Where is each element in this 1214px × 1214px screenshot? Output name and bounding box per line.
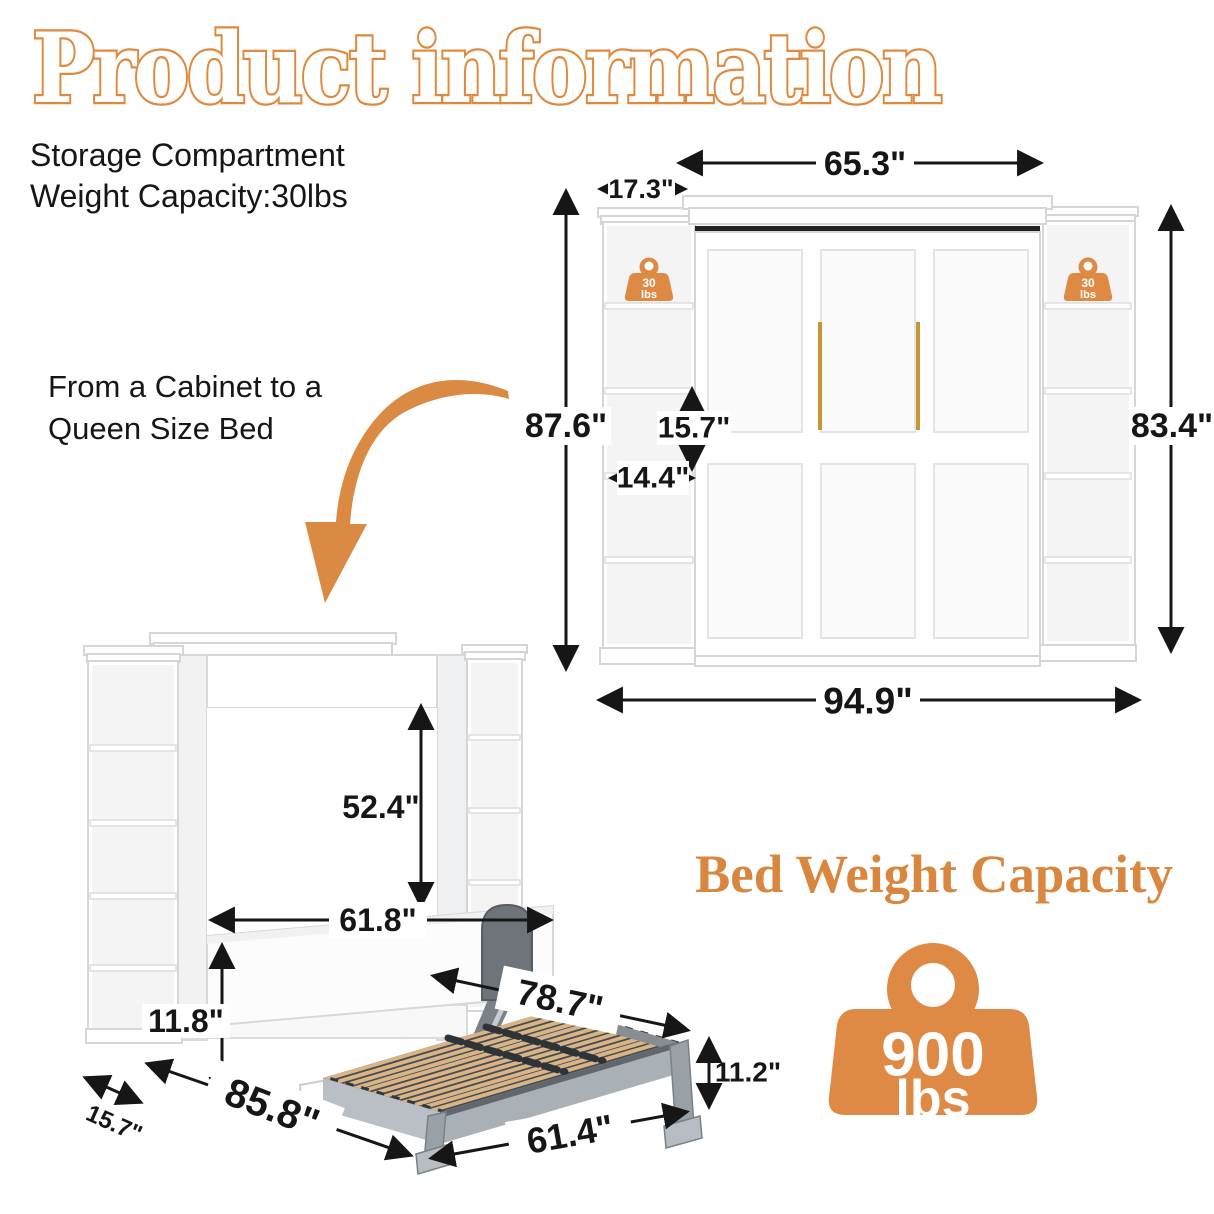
dim-label-headboard-height: 11.8" (148, 1003, 224, 1039)
dim-top-width: 65.3" (675, 145, 1045, 183)
dim-label-compartment-width: 14.4" (617, 462, 690, 495)
dim-label-side-depth: 15.7" (82, 1100, 146, 1148)
transform-note-line1: From a Cabinet to a (48, 369, 323, 404)
dim-foot-height: 11.2" (695, 1035, 781, 1111)
dim-label-foot-height: 11.2" (715, 1057, 781, 1088)
transform-arrow-icon (305, 379, 509, 603)
dim-compartment-width: 14.4" (607, 461, 697, 495)
dim-side-width: 17.3" (596, 174, 689, 204)
transform-note: From a Cabinet to a Queen Size Bed (48, 369, 323, 446)
closed-right-tower-base (1039, 644, 1137, 662)
dim-bed-length: 78.7" (430, 965, 691, 1039)
badge-30-unit: lbs (641, 289, 657, 301)
cabinet-top-line (695, 226, 1040, 232)
dim-opening-height: 52.4" (342, 702, 435, 910)
closed-left-tower-base (599, 647, 697, 665)
weight-30lbs-icon-left: 30 lbs (624, 257, 674, 301)
dim-label-total-height: 87.6" (525, 407, 607, 445)
badge-30-value: 30 (642, 276, 656, 290)
dim-label-side-width: 17.3" (608, 174, 673, 204)
weight-30lbs-icon-right: 30 lbs (1063, 257, 1113, 301)
capacity-heading: Bed Weight Capacity (695, 844, 1173, 904)
dim-label-total-width: 94.9" (823, 681, 913, 722)
open-bed-figure: 52.4" 61.8" 11.8" 78.7" 85.8" (82, 632, 781, 1175)
capacity-badge-value: 900 (881, 1021, 984, 1090)
page-title: Product information (32, 12, 941, 125)
dim-total-width: 94.9" (595, 681, 1143, 722)
storage-note: Storage Compartment Weight Capacity:30lb… (30, 137, 348, 214)
svg-text:30: 30 (1081, 276, 1095, 290)
dim-label-top-width: 65.3" (824, 145, 906, 183)
svg-text:lbs: lbs (1080, 289, 1096, 301)
door-handle-left (818, 322, 822, 430)
transform-note-line2: Queen Size Bed (48, 411, 274, 446)
dim-label-opening-width: 61.8" (339, 902, 416, 938)
capacity-badge-unit: lbs (895, 1070, 970, 1128)
closed-cabinet-figure: 30 lbs 30 lbs 65.3" 17.3" 87.6" (521, 145, 1214, 722)
dim-total-height: 87.6" (521, 187, 611, 673)
storage-note-line1: Storage Compartment (30, 137, 345, 173)
dim-headboard-height: 11.8" (142, 941, 236, 1105)
dim-label-opening-height: 52.4" (342, 789, 419, 825)
dim-opening-width: 61.8" (207, 902, 555, 938)
dim-compartment-height: 15.7" (657, 385, 731, 473)
open-top-beam (177, 654, 468, 709)
weight-900lbs-icon: 900 lbs (828, 943, 1038, 1128)
dim-cabinet-height: 83.4" (1130, 203, 1214, 655)
open-left-jamb (177, 654, 208, 1041)
dim-side-depth: 15.7" (82, 1074, 146, 1148)
door-handle-right (916, 322, 920, 430)
dim-label-compartment-height: 15.7" (658, 412, 731, 445)
slat-connectors (444, 1034, 569, 1076)
storage-note-line2: Weight Capacity:30lbs (30, 178, 348, 214)
dim-label-cabinet-height: 83.4" (1131, 407, 1213, 445)
